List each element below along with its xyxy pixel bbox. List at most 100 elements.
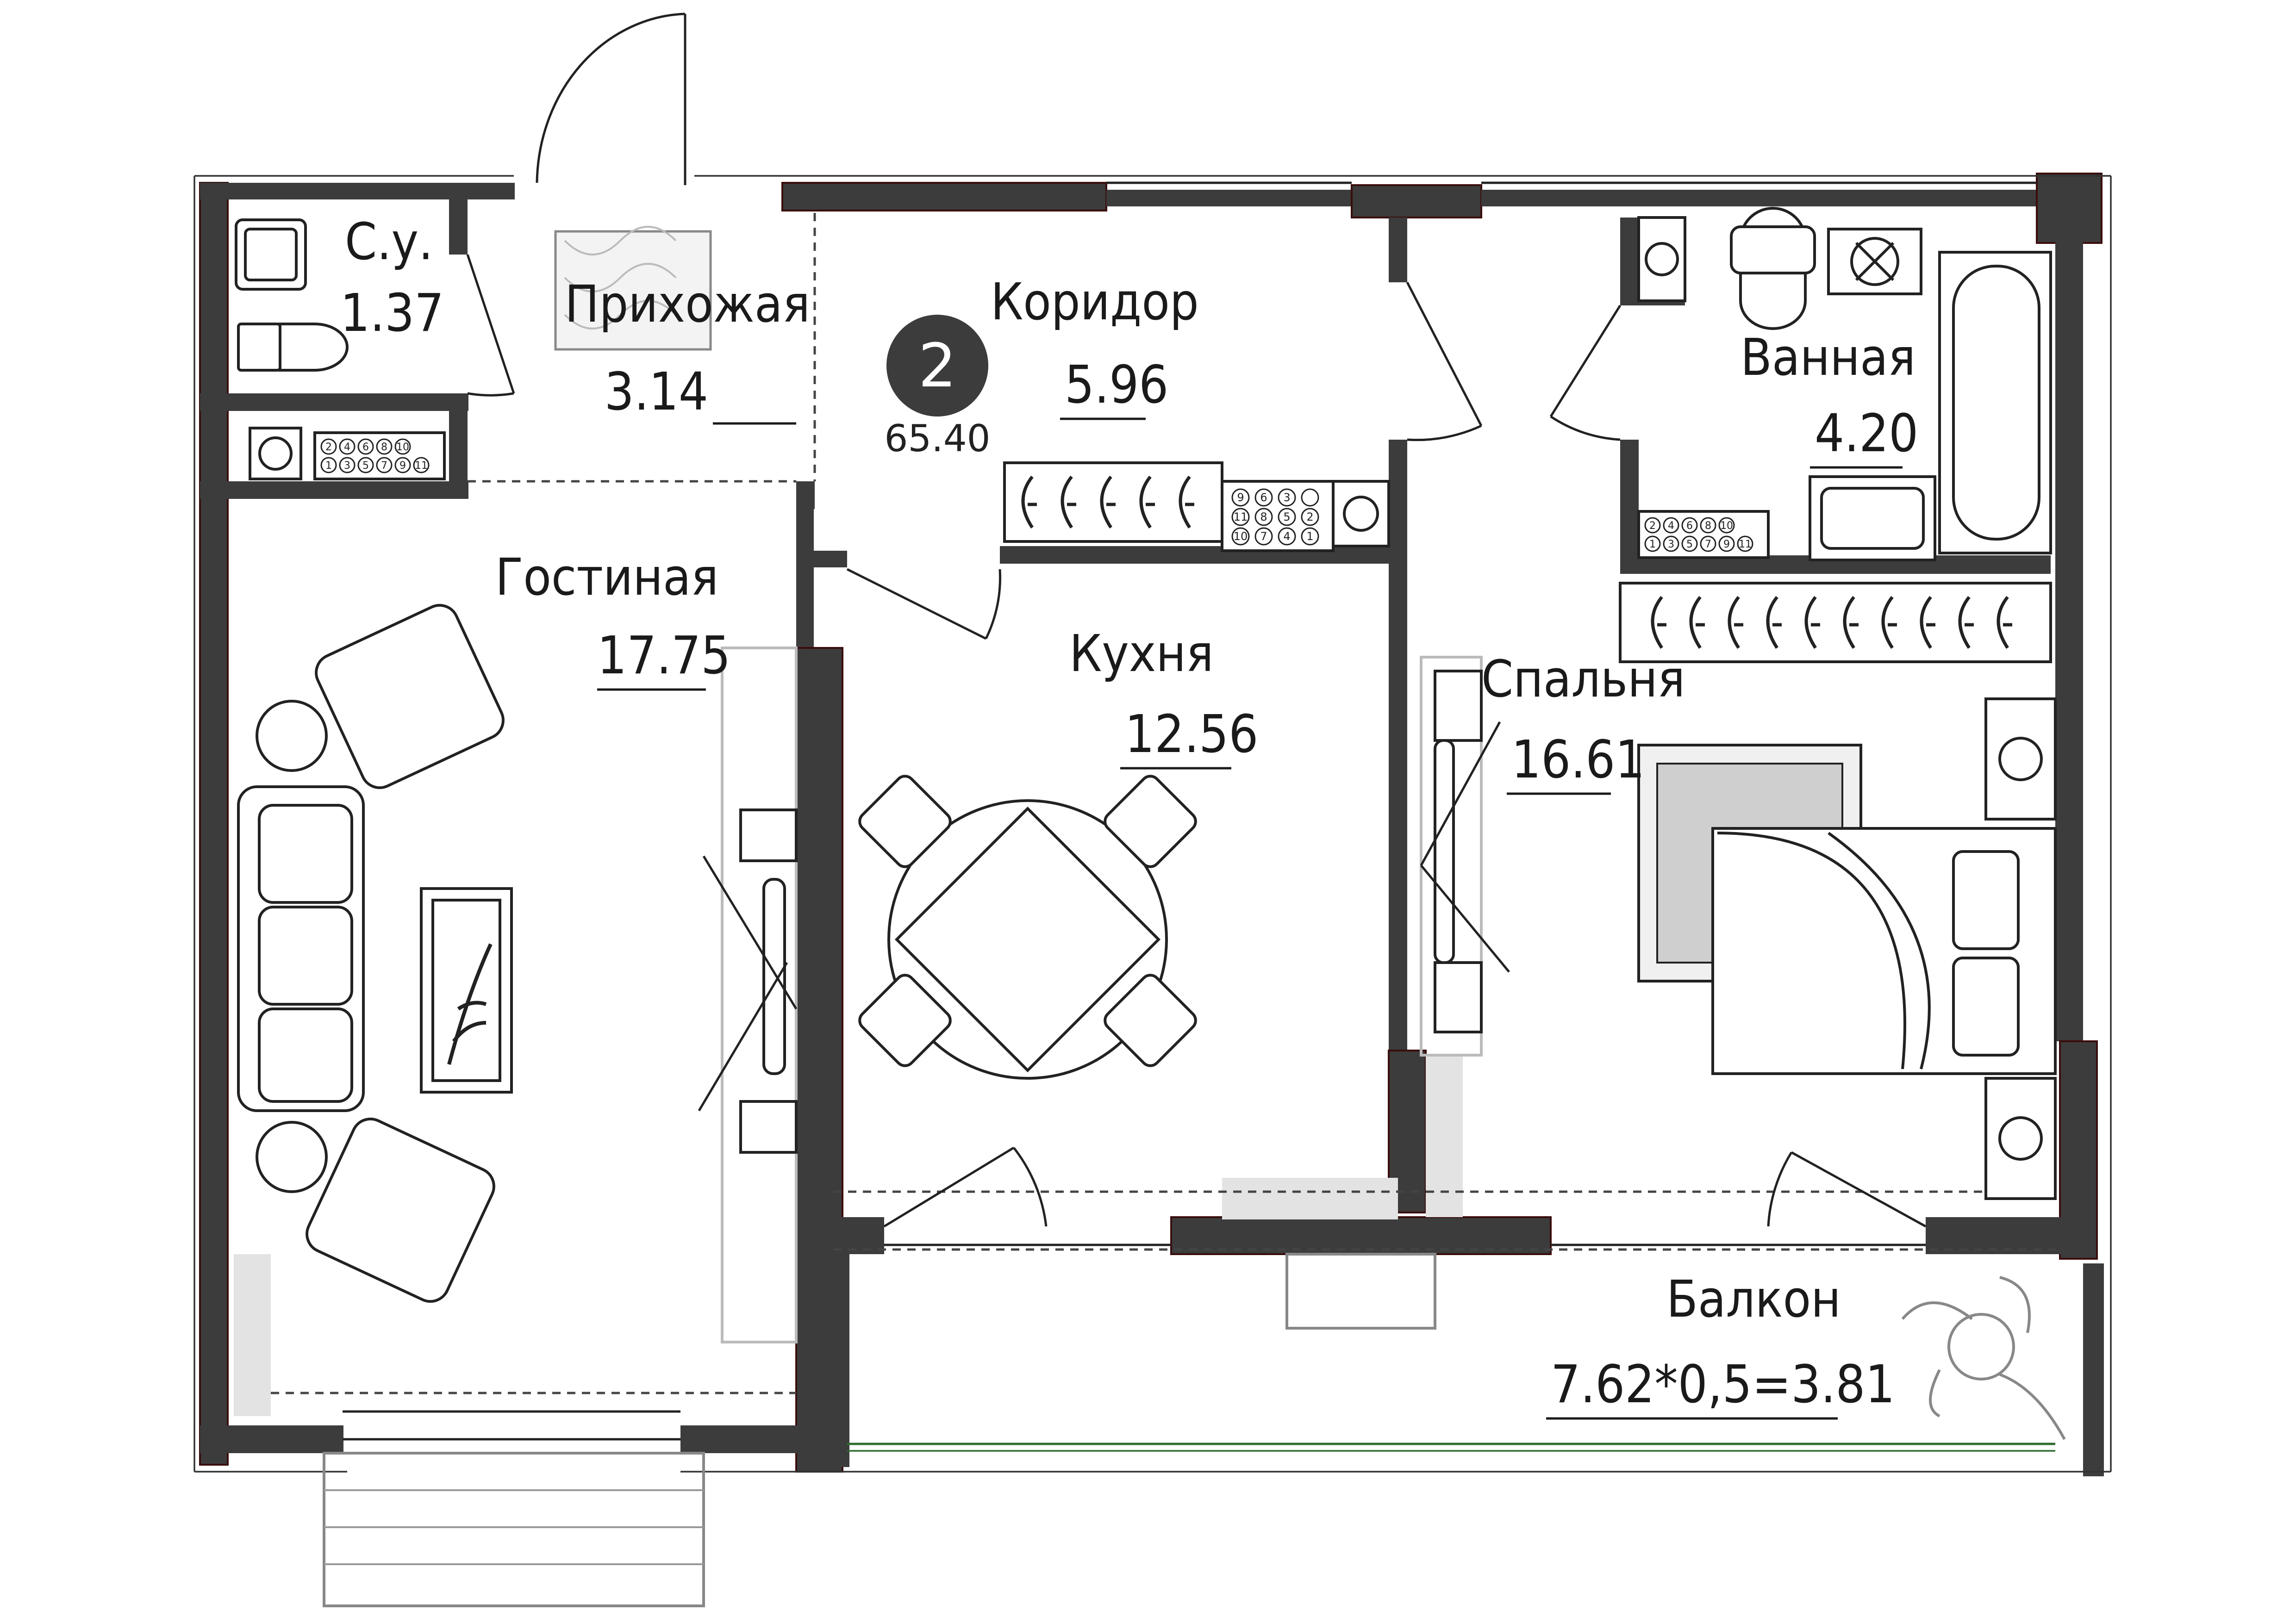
hallway-mat [554,226,712,351]
meter-panel-a-number: 7 [381,460,387,472]
meter-panel-a-dial [320,438,337,455]
meter-panel-b-dial [1301,508,1319,526]
meter-panel-a-dial [376,438,393,455]
room-name-living: Гостиная [495,547,718,607]
meter-panel-c-number: 8 [1705,520,1711,532]
hanger-hook [1804,596,1820,649]
meter-panel-b-number: 3 [1283,491,1290,504]
room-name-balcony: Балкон [1666,1269,1841,1329]
meter-panel-b-number: 10 [1234,530,1248,543]
meter-panel-b-dial [1231,527,1250,546]
meter-panel-b-dial [1278,527,1296,546]
room-area-corridor: 5.96 [1065,355,1168,415]
hanger-hook [1766,596,1782,649]
room-name-bedroom: Спальня [1481,649,1685,709]
meter-panel-c-dial [1681,535,1698,552]
meter-panel-c-dial [1718,517,1735,534]
meter-panel-a-dial [357,457,374,473]
meter-panel-b-number: 5 [1283,510,1290,523]
meter-panel-b-number: 2 [1306,510,1313,523]
room-area-hallway: 3.14 [605,362,708,422]
meter-panel-a-number: 4 [344,442,350,453]
small-bathroom-fixtures [235,218,349,372]
room-name-bathroom-small: С.у. [345,212,433,271]
meter-panel-b-number: 8 [1260,510,1267,523]
hanger-hook [1021,475,1037,529]
bedroom-furniture [1420,656,2057,1200]
doors [466,12,1927,1228]
kitchen-table [858,775,1197,1080]
meter-panel-b-dial [1254,488,1273,507]
hanger-hook [1958,596,1974,649]
meter-panel-c-number: 10 [1720,520,1733,532]
meter-panel-c-number: 9 [1723,539,1730,550]
room-count-badge [886,315,988,417]
meter-panel-a-dial [376,457,393,473]
balcony-decor [323,1253,2066,1607]
meter-panel-c-number: 2 [1649,520,1656,532]
meter-panel-a-dial [339,438,356,455]
meter-panel-c-number: 4 [1668,520,1674,532]
meter-panel-b-dial [1231,508,1250,526]
zone-dashes [271,213,2055,1394]
meter-panel-b-number: 6 [1260,491,1267,504]
meter-panel-c-dial [1681,517,1698,534]
meter-panel-c-number: 11 [1739,539,1752,550]
meter-panel-b-number: 1 [1306,530,1313,543]
room-name-corridor: Коридор [991,272,1199,331]
meter-panel-a-number: 6 [362,442,369,453]
meter-panel-c-number: 1 [1649,539,1656,550]
hanger-hook [1139,475,1155,529]
meter-panel-b-dial [1278,508,1296,526]
meter-panel-a-dial [413,457,430,473]
room-name-kitchen: Кухня [1069,624,1214,683]
hanger-hook [1920,596,1935,649]
meter-panel-b-dial [1301,527,1319,546]
living-furniture [237,603,798,1343]
meter-panel-c-dial [1644,517,1661,534]
meter-panel-b-dial [1254,508,1273,526]
meter-panel-c-dial [1663,535,1679,552]
hanger-hook [1997,596,2012,649]
bedroom-hook-rail [1619,582,2052,663]
meter-panel-c-dial [1644,535,1661,552]
meter-panel-b-number: 7 [1260,530,1267,543]
meter-panel-a-number: 10 [396,442,409,453]
meter-panel-b-dial [1231,488,1250,507]
meter-panel-a-number: 8 [381,442,387,453]
meter-panel-a-dial [320,457,337,473]
meter-panel-c-dial [1663,517,1679,534]
hanger-hook [1061,475,1076,529]
hanger-hook [1179,475,1194,529]
outer-contour [193,175,2112,1473]
hanger-hook [1843,596,1859,649]
meter-panel-a-dial [394,457,411,473]
hanger-hook [1728,596,1743,649]
total-area: 65.40 [884,417,990,460]
room-area-bedroom: 16.61 [1511,730,1645,790]
meter-panel-c-dial [1700,517,1716,534]
bathroom-fixtures [1730,207,2052,561]
meter-panel-c-dial [1718,535,1735,552]
meter-panel-a-number: 3 [344,460,350,472]
meter-panel-c-number: 3 [1668,539,1674,550]
meter-panel-a-dial [357,438,374,455]
meter-panel-a-number: 1 [325,460,332,472]
ghost-walls [234,1055,1463,1416]
meter-panel-a-dial [339,457,356,473]
meter-panel-c-number: 5 [1686,539,1693,550]
room-area-bathroom: 4.20 [1815,404,1918,464]
room-area-kitchen: 12.56 [1125,704,1258,765]
room-area-bathroom-small: 1.37 [340,283,444,343]
meter-panel-b-number: 9 [1237,491,1244,504]
room-area-balcony: 7.62*0,5=3.81 [1551,1355,1895,1415]
meter-panel-a-number: 9 [399,460,406,472]
meter-panel-c-number: 7 [1705,539,1711,550]
hanger-hook [1651,596,1666,649]
kitchen-hook-rail [1003,461,1223,543]
room-name-bathroom: Ванная [1741,328,1915,387]
